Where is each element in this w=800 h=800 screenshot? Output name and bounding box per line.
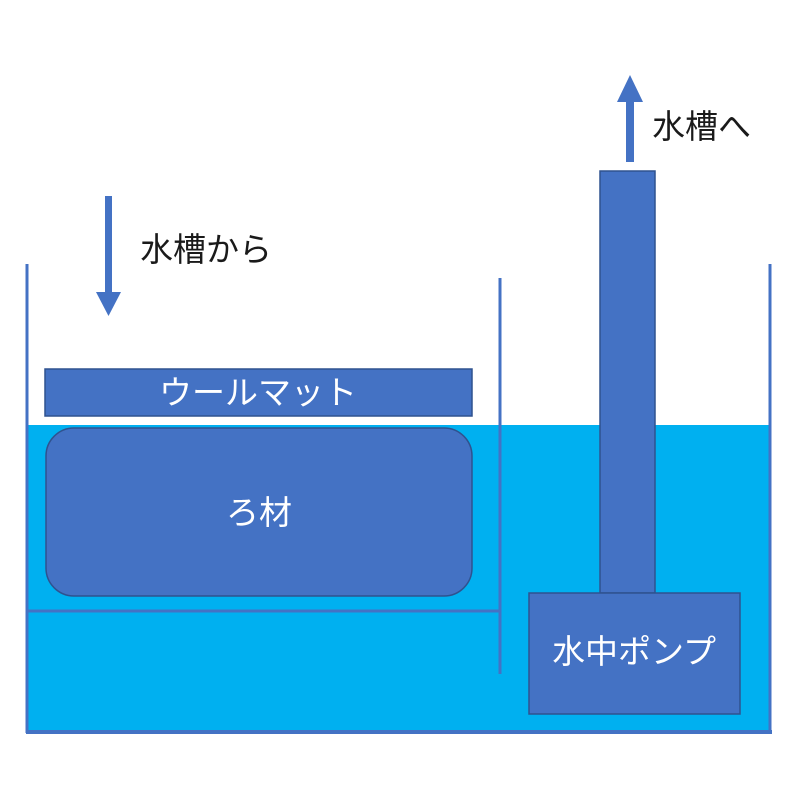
pump-label: 水中ポンプ [552, 632, 716, 671]
submersible-pump [528, 592, 741, 715]
inflow-label: 水槽から [140, 230, 272, 269]
inflow-arrow [96, 196, 121, 316]
filter-media-label: ろ材 [226, 493, 292, 532]
outflow-arrow [617, 75, 643, 162]
filter-media [45, 427, 473, 597]
outflow-label: 水槽へ [652, 107, 751, 146]
outlet-pipe [599, 170, 656, 594]
wool-mat-label: ウールマット [159, 373, 357, 412]
wool-mat [44, 368, 473, 417]
